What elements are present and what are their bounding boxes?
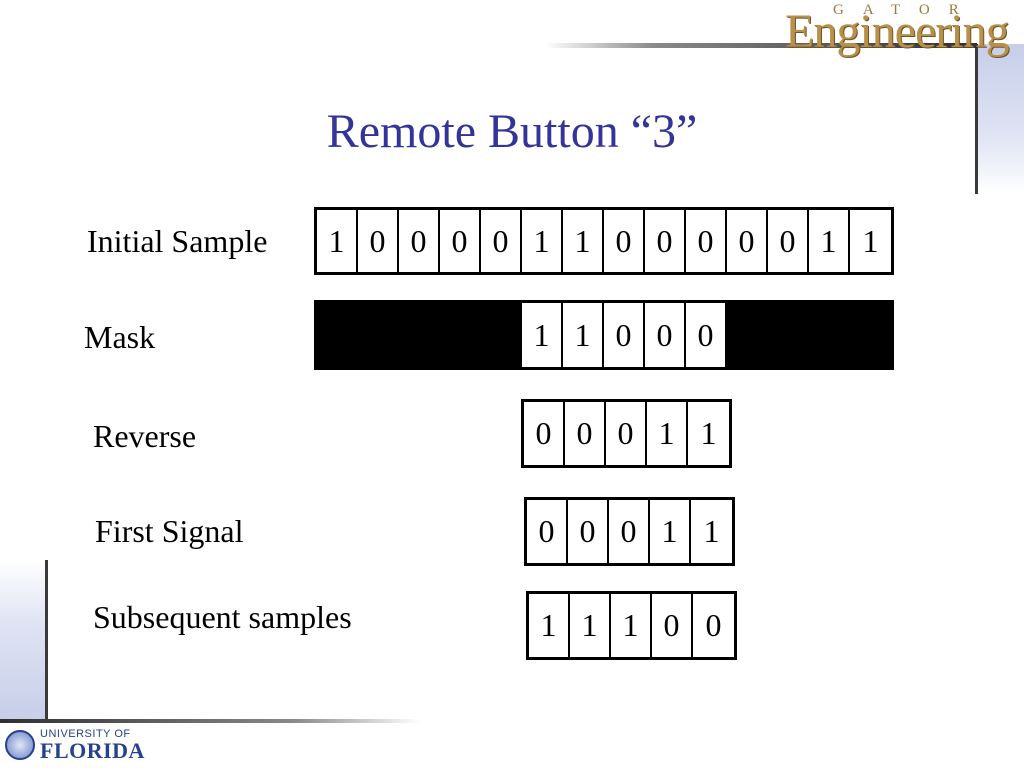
bit-cell: 0 <box>481 210 522 272</box>
header-divider <box>545 43 977 48</box>
bit-cell: 1 <box>650 500 691 563</box>
masked-bit-cell <box>358 303 399 367</box>
university-seal-icon <box>5 730 35 760</box>
masked-bit-cell <box>850 303 891 367</box>
masked-bit-cell <box>399 303 440 367</box>
bit-cell: 0 <box>705 607 722 643</box>
bit-cell: 0 <box>399 210 440 272</box>
bit-cell: 0 <box>645 303 686 367</box>
masked-bit-cell <box>317 303 358 367</box>
bit-cell: 1 <box>522 303 563 367</box>
initial-sample-label: Initial Sample <box>87 223 268 259</box>
bit-cell: 0 <box>565 402 606 465</box>
masked-bit-cell <box>727 303 768 367</box>
bit-cell: 0 <box>727 210 768 272</box>
slide-title: Remote Button “3” <box>326 105 698 158</box>
decorative-stripe-right <box>975 44 1024 194</box>
bit-cell: 0 <box>652 594 693 657</box>
footer-divider <box>0 719 420 723</box>
bit-cell: 1 <box>809 210 850 272</box>
bit-cell: 1 <box>570 594 611 657</box>
subsequent-samples-label: Subsequent samples <box>93 599 352 635</box>
gator-logo-text: GATOR <box>833 2 978 18</box>
bit-cell: 0 <box>358 210 399 272</box>
bit-cell: 1 <box>611 594 652 657</box>
bit-cell: 0 <box>568 500 609 563</box>
bit-cell: 0 <box>604 210 645 272</box>
mask-label: Mask <box>84 319 156 355</box>
bit-cell: 0 <box>645 210 686 272</box>
bit-cell: 1 <box>317 210 358 272</box>
bit-cell: 0 <box>527 500 568 563</box>
reverse-label: Reverse <box>93 418 197 454</box>
bit-cell: 0 <box>768 210 809 272</box>
bit-cell: 1 <box>703 513 720 549</box>
university-logo-text: FLORIDA <box>40 738 145 763</box>
bit-cell: 1 <box>647 402 688 465</box>
bit-cell: 1 <box>563 303 604 367</box>
bit-cell: 0 <box>524 402 565 465</box>
masked-bit-cell <box>809 303 850 367</box>
first-signal-label: First Signal <box>95 513 244 549</box>
engineering-logo-text: Engineering <box>785 5 1010 58</box>
bit-cell: 0 <box>686 303 727 367</box>
bit-cell: 0 <box>604 303 645 367</box>
university-logo-small-text: UNIVERSITY OF <box>40 728 131 740</box>
masked-bit-cell <box>440 303 481 367</box>
bit-cell: 1 <box>862 222 879 259</box>
masked-bit-cell <box>481 303 522 367</box>
bit-cell: 1 <box>700 415 717 451</box>
bit-cell: 1 <box>522 210 563 272</box>
bit-cell: 0 <box>440 210 481 272</box>
masked-bit-cell <box>768 303 809 367</box>
decorative-stripe-left <box>0 560 48 722</box>
bit-cell: 1 <box>563 210 604 272</box>
bit-cell: 0 <box>609 500 650 563</box>
bit-cell: 0 <box>606 402 647 465</box>
bit-cell: 0 <box>686 210 727 272</box>
bit-cell: 1 <box>529 594 570 657</box>
